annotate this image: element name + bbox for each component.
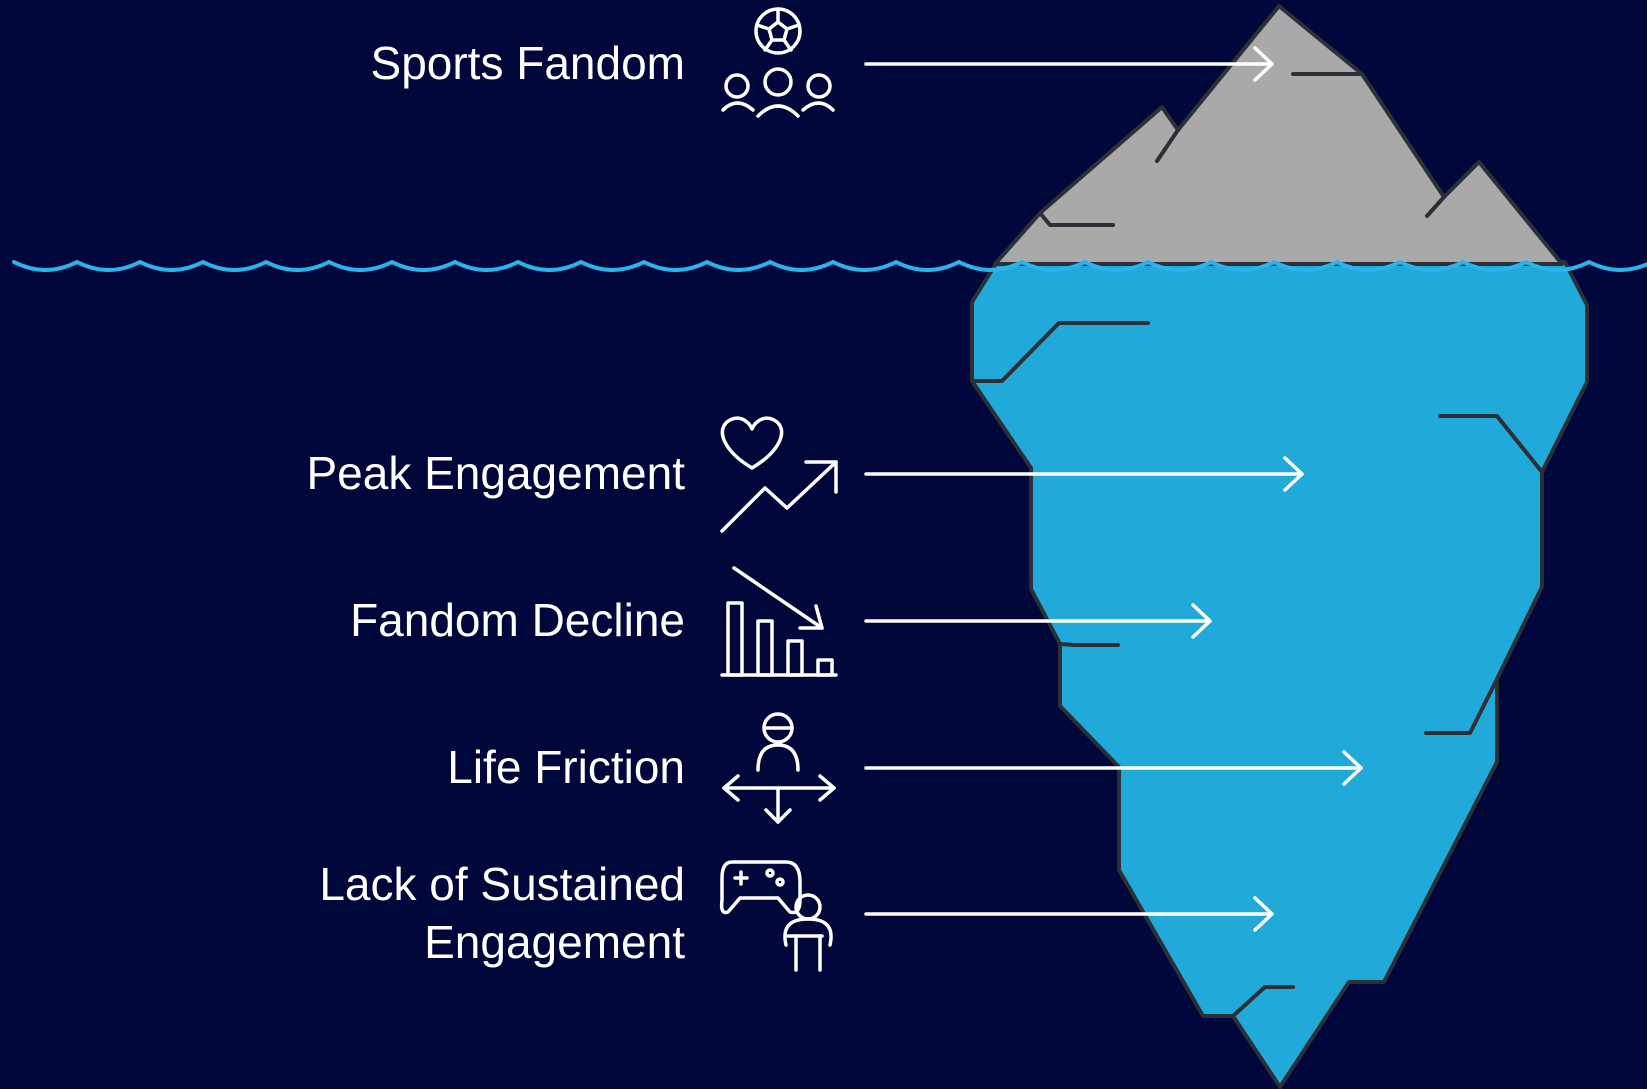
arrow-life-friction [864,750,1363,786]
gamer-controller-icon [719,860,833,972]
water-line [12,259,1647,272]
heart-trend-up-icon [720,416,838,533]
iceberg-crevices [970,72,1544,1018]
label-lack-of-sustained-engagement: Lack of Sustained Engagement [319,855,685,971]
person-push-pull-icon [722,712,836,824]
arrow-fandom-decline [864,603,1212,639]
label-life-friction: Life Friction [447,741,685,793]
arrow-lack-of-sustained-engagement [864,896,1274,932]
soccer-fans-icon [721,7,835,118]
iceberg-tip [993,4,1564,266]
arrow-peak-engagement [864,456,1304,492]
label-sports-fandom: Sports Fandom [370,37,685,89]
declining-bar-chart-icon [720,566,838,677]
label-peak-engagement: Peak Engagement [306,447,686,499]
label-line-1: Lack of Sustained [319,858,685,910]
iceberg-underwater [970,260,1589,1089]
label-line-2: Engagement [424,916,685,968]
label-fandom-decline: Fandom Decline [350,594,685,646]
pointer-arrows [864,46,1363,932]
arrow-sports-fandom [864,46,1274,82]
